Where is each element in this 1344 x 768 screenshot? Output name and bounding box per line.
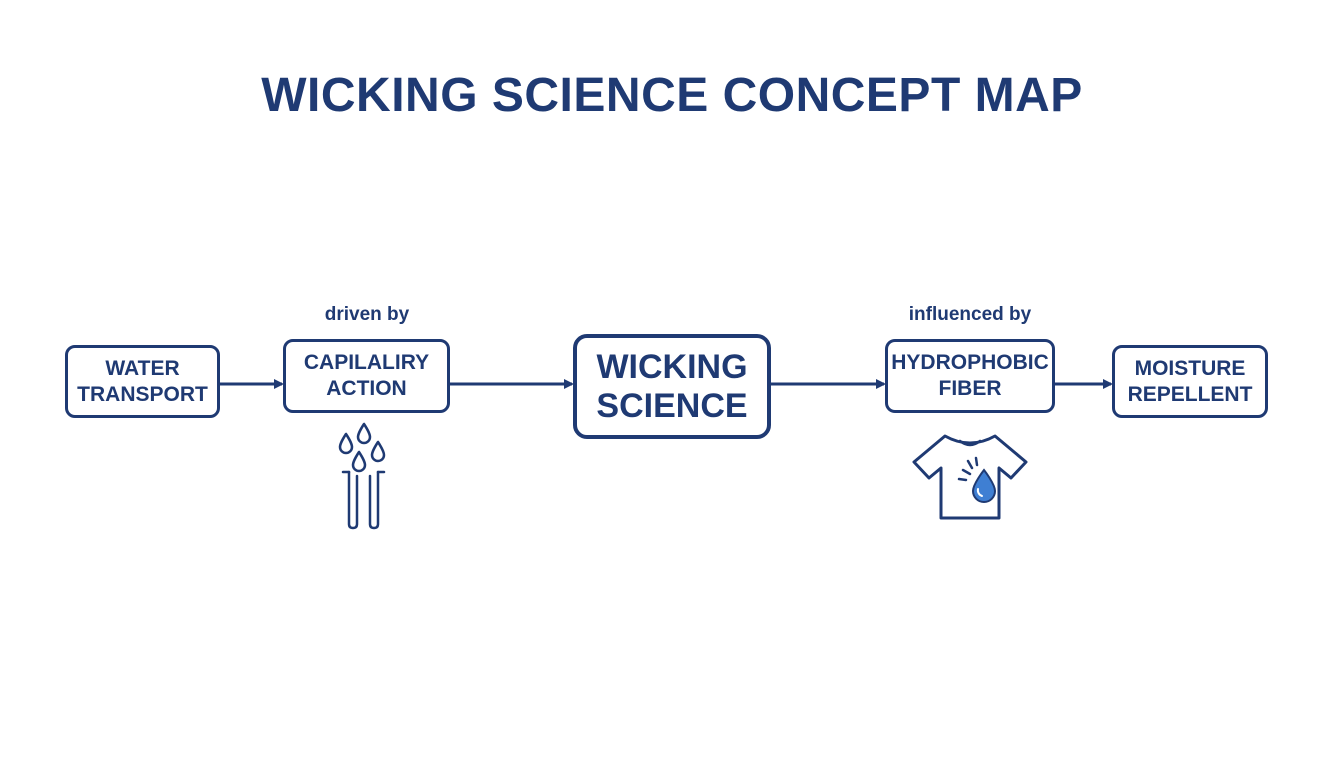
node-moisture-repellent: MOISTURE REPELLENT <box>1112 345 1268 418</box>
node-water-transport-label: WATER TRANSPORT <box>77 356 208 406</box>
capillary-tubes-droplets-icon <box>338 422 386 530</box>
node-capillary-action: CAPILALIRY ACTION <box>283 339 450 413</box>
node-wicking-science: WICKING SCIENCE <box>573 334 771 439</box>
edge-label-driven-by: driven by <box>324 304 410 325</box>
node-moisture-repellent-label: MOISTURE REPELLENT <box>1127 356 1253 406</box>
node-hydrophobic-fiber-label: HYDROPHOBIC FIBER <box>891 351 1049 400</box>
diagram-title: WICKING SCIENCE CONCEPT MAP <box>261 69 1083 122</box>
tshirt-water-drop-icon <box>912 434 1028 520</box>
node-water-transport: WATER TRANSPORT <box>65 345 220 418</box>
node-hydrophobic-fiber: HYDROPHOBIC FIBER <box>885 339 1055 413</box>
edge-label-influenced-by: influenced by <box>908 304 1032 325</box>
node-capillary-action-label: CAPILALIRY ACTION <box>303 351 430 400</box>
node-wicking-science-label: WICKING SCIENCE <box>596 347 748 425</box>
